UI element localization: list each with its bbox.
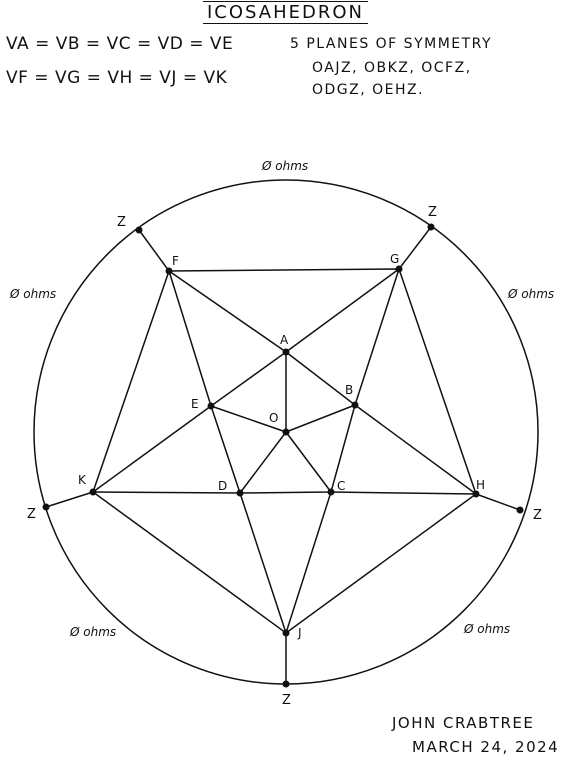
inner-outer-edges	[92, 268, 477, 634]
symmetry-planes-line1: OAJZ, OBKZ, OCFZ,	[312, 60, 472, 76]
vertex-label-o: O	[269, 411, 278, 425]
equation-upper-vertices: VA = VB = VC = VD = VE	[6, 34, 234, 54]
equation-lower-vertices: VF = VG = VH = VJ = VK	[6, 68, 228, 88]
vertex-label-b: B	[345, 383, 353, 397]
inner-pentagon	[210, 351, 356, 494]
date-text: MARCH 24, 2024	[412, 738, 560, 756]
vertex-label-a: A	[280, 333, 289, 347]
author-signature: JOHN CRABTREE	[392, 714, 535, 732]
resistance-label-left: Ø ohms	[9, 287, 56, 301]
vertex-label-d: D	[218, 479, 227, 493]
page-title: ICOSAHEDRON	[0, 1, 571, 24]
vertex-label-f: F	[172, 254, 179, 268]
vertex-label-g: G	[390, 252, 399, 266]
vertex-dots	[42, 223, 524, 688]
vertex-label-c: C	[337, 479, 345, 493]
z-label-right: Z	[533, 508, 542, 523]
outer-pentagon	[92, 268, 477, 634]
z-label-top-left: Z	[117, 215, 126, 230]
z-label-left: Z	[27, 507, 36, 522]
resistance-label-right: Ø ohms	[507, 287, 554, 301]
title-text: ICOSAHEDRON	[202, 1, 369, 24]
resistance-label-lower-right: Ø ohms	[463, 622, 510, 636]
vertex-label-h: H	[476, 478, 485, 492]
symmetry-planes-line2: ODGZ, OEHZ.	[312, 82, 425, 98]
resistance-label-lower-left: Ø ohms	[69, 625, 116, 639]
vertex-label-j: J	[297, 626, 302, 640]
z-label-top-right: Z	[428, 205, 437, 220]
z-edges	[45, 226, 521, 684]
center-spokes	[210, 352, 356, 494]
vertex-label-k: K	[78, 473, 87, 487]
resistance-label-top: Ø ohms	[261, 159, 308, 173]
symmetry-title: 5 PLANES OF SYMMETRY	[290, 36, 493, 52]
z-label-bottom: Z	[282, 693, 291, 708]
vertex-label-e: E	[191, 397, 199, 411]
